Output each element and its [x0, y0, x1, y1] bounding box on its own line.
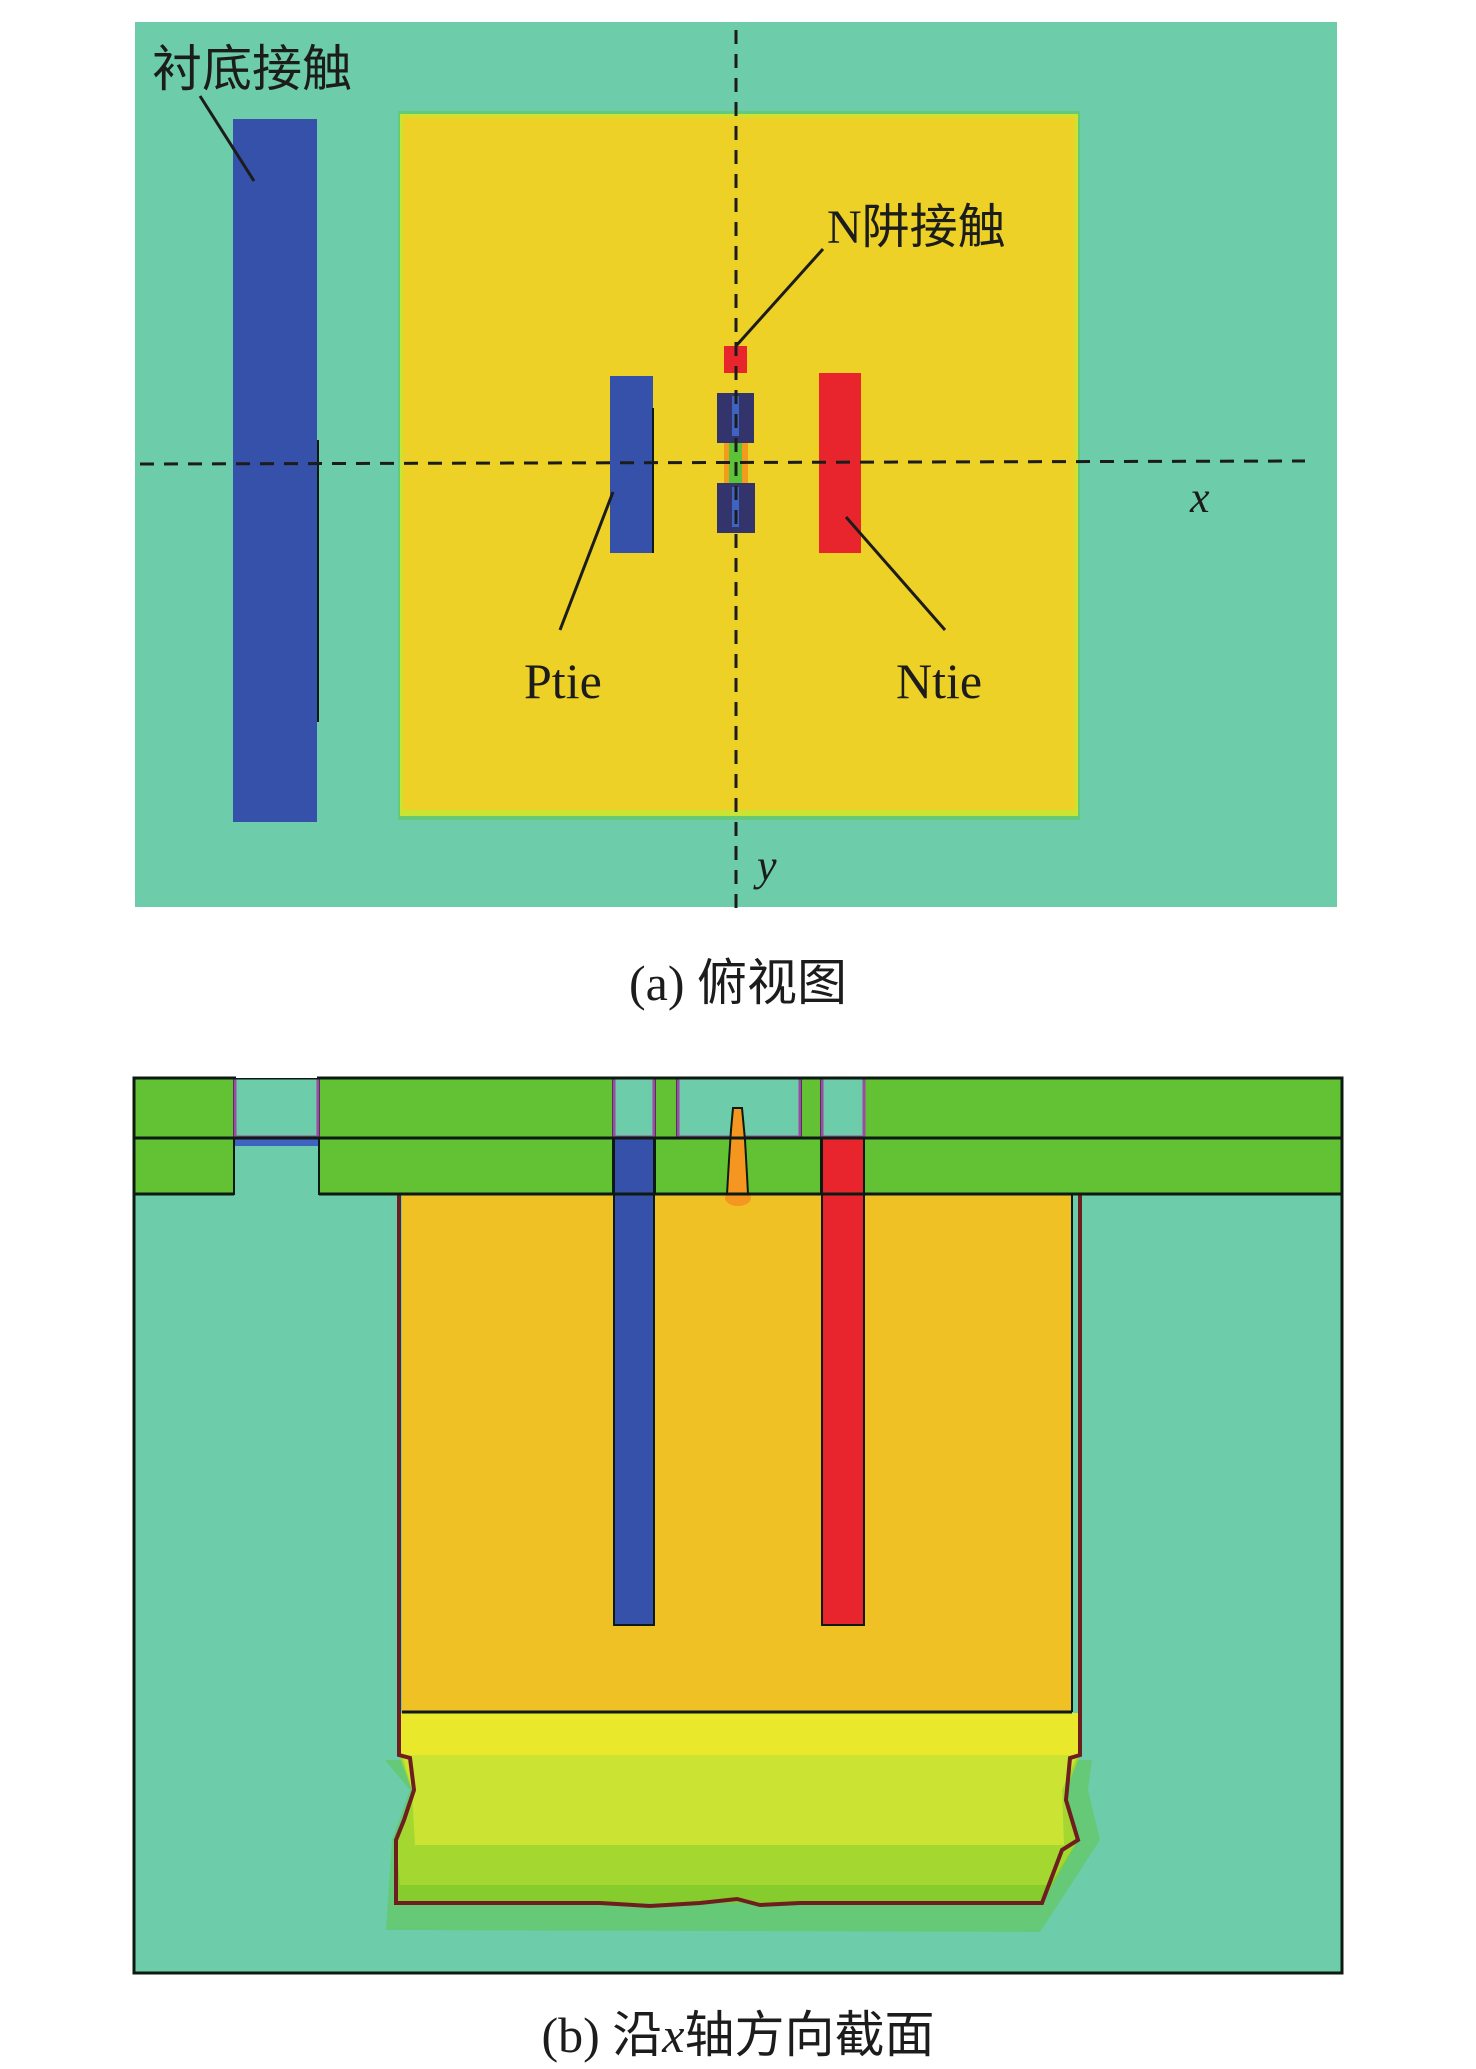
cs-oxide-segment [863, 1077, 1343, 1139]
label-nwell-contact: N阱接触 [827, 201, 1006, 254]
caption-b-prefix: (b) 沿 [541, 2007, 662, 2063]
cs-frame [132, 1076, 1344, 1975]
cs-oxide-segment [133, 1077, 235, 1139]
leader-substrate-contact [198, 95, 256, 182]
leader-nwell-contact [734, 247, 825, 348]
leader-ptie [558, 491, 615, 631]
cs-oxide-lower [133, 1137, 1343, 1195]
label-y-axis: y [753, 841, 777, 890]
cs-oxide-segment [133, 1137, 235, 1195]
caption-b: (b) 沿x轴方向截面 [541, 2007, 934, 2063]
x-axis-dashed [139, 459, 1306, 466]
caption-b-axis: x [661, 2007, 684, 2063]
cs-ntie [821, 1137, 865, 1626]
cs-oxide-segment [800, 1077, 822, 1139]
cross-section-panel [132, 1076, 1344, 1975]
top-view-panel: 衬底接触 N阱接触 Ptie Ntie x y [135, 22, 1337, 918]
cs-nwell [402, 1194, 1072, 1711]
caption-a: (a) 俯视图 [629, 955, 847, 1011]
cs-oxide-segment [863, 1137, 1343, 1195]
label-substrate-contact: 衬底接触 [152, 41, 352, 97]
cs-oxide-segment [318, 1137, 614, 1195]
label-ptie: Ptie [524, 653, 602, 709]
cs-well-yellow-band [400, 1713, 1080, 1755]
caption-b-suffix: 轴方向截面 [685, 2007, 935, 2063]
label-x-axis: x [1189, 473, 1210, 522]
cs-well-lime [402, 1755, 1078, 1845]
label-ntie: Ntie [896, 653, 982, 709]
cs-oxide-upper [133, 1077, 1343, 1139]
cs-substrate-contact-film [235, 1138, 318, 1146]
cs-oxide-segment [318, 1077, 614, 1139]
gate-poly-lower [732, 487, 739, 527]
ptie-contact [610, 376, 653, 553]
substrate-contact [233, 119, 317, 822]
nwell-contact [724, 346, 747, 373]
cs-junction-boundary [394, 1194, 1082, 1909]
cs-oxide-segment [654, 1077, 678, 1139]
leader-ntie [844, 516, 947, 631]
cs-ptie [613, 1137, 655, 1626]
cs-top-mask [236, 1076, 317, 1078]
